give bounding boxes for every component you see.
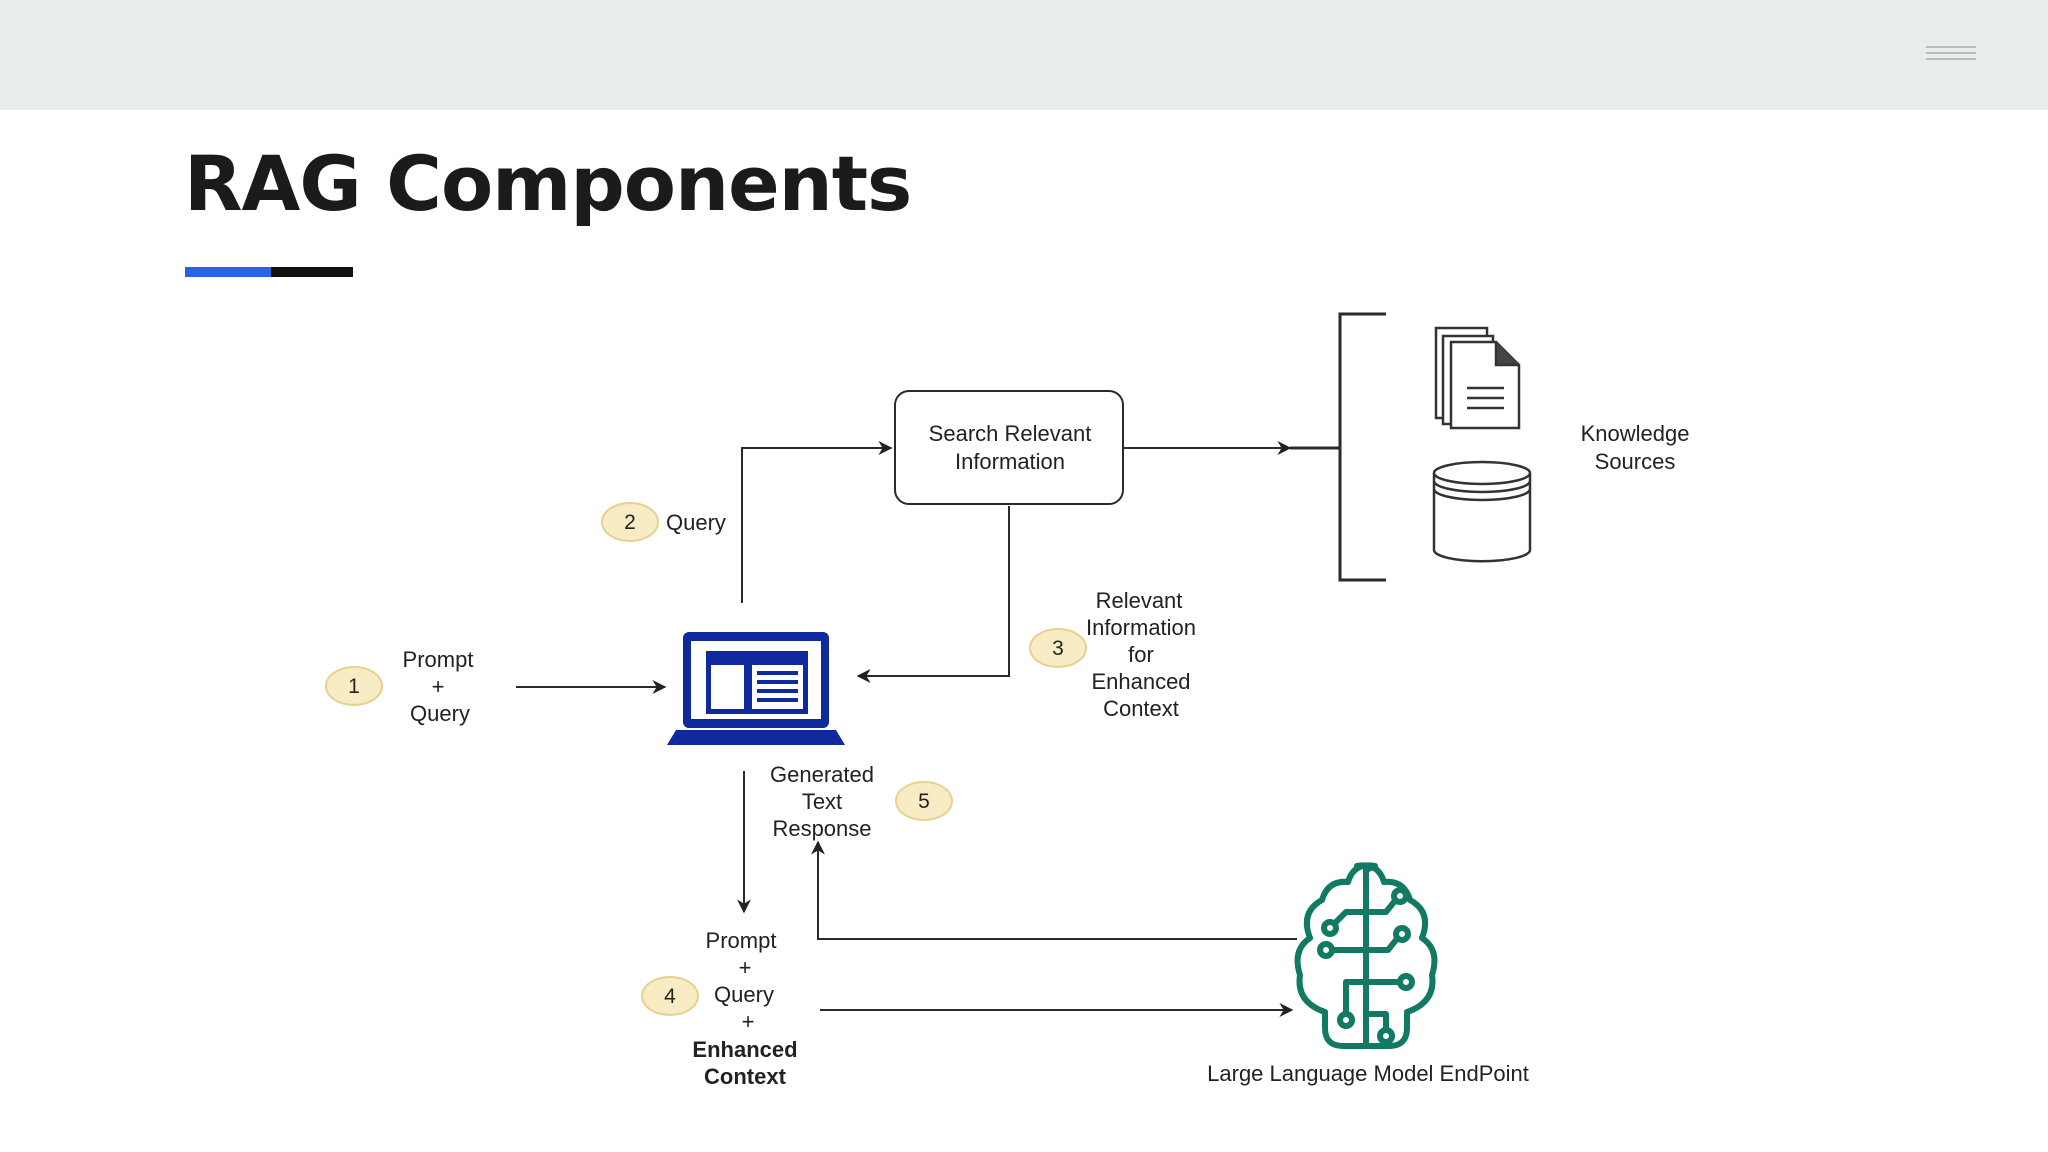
hamburger-menu-icon[interactable]: [1926, 46, 1976, 66]
top-bar: [0, 0, 2048, 110]
step-3-label: Relevant Information for Enhanced Contex…: [1086, 588, 1196, 721]
step-5-label: Generated Text Response: [770, 762, 874, 841]
step-badge-5: 5: [895, 781, 953, 821]
document-icon: [1434, 326, 1521, 430]
laptop-icon: [667, 632, 845, 745]
step-3-number: 3: [1052, 637, 1064, 660]
svg-text:+: +: [742, 1009, 755, 1034]
svg-text:Response: Response: [772, 816, 871, 841]
arrow-info-to-client: [856, 506, 1010, 683]
step-2-number: 2: [624, 511, 636, 534]
title-underline-blue: [185, 267, 271, 277]
svg-text:Generated: Generated: [770, 762, 874, 787]
svg-text:Information: Information: [1086, 615, 1196, 640]
step-4-number: 4: [664, 985, 676, 1008]
svg-text:Query: Query: [666, 510, 726, 535]
svg-text:Prompt: Prompt: [706, 928, 777, 953]
svg-text:Query: Query: [714, 982, 774, 1007]
step-badge-1: 1: [325, 666, 383, 706]
svg-text:Text: Text: [802, 789, 842, 814]
svg-text:Relevant: Relevant: [1096, 588, 1183, 613]
svg-text:Query: Query: [410, 701, 470, 726]
search-relevant-box: Search Relevant Information: [894, 390, 1124, 505]
step-badge-3: 3: [1029, 628, 1087, 668]
knowledge-label-line1: Knowledge: [1581, 421, 1690, 446]
svg-text:for: for: [1128, 642, 1154, 667]
svg-text:Context: Context: [704, 1064, 787, 1089]
step-2-label: Query: [666, 510, 726, 535]
svg-text:Context: Context: [1103, 696, 1179, 721]
ai-brain-circuit-icon: [1294, 862, 1438, 1049]
knowledge-label-line2: Sources: [1595, 449, 1676, 474]
step-1-label: Prompt + Query: [403, 647, 474, 726]
svg-text:+: +: [432, 674, 445, 699]
svg-text:Enhanced: Enhanced: [1091, 669, 1190, 694]
arrow-llm-to-response: [811, 840, 1297, 940]
connectors: [516, 312, 1386, 1017]
title-underline-black: [271, 267, 353, 277]
svg-text:Prompt: Prompt: [403, 647, 474, 672]
database-icon: [1432, 460, 1532, 563]
llm-label: Large Language Model EndPoint: [1207, 1061, 1529, 1086]
page-title: RAG Components: [184, 139, 912, 228]
step-badge-2: 2: [601, 502, 659, 542]
search-box-line2: Information: [955, 449, 1065, 474]
svg-text:Enhanced: Enhanced: [692, 1037, 797, 1062]
svg-text:+: +: [739, 955, 752, 980]
step-4-label: Prompt + Query + Enhanced Context: [692, 928, 797, 1089]
search-box-line1: Search Relevant: [929, 421, 1092, 446]
step-5-number: 5: [918, 790, 930, 813]
step-1-number: 1: [348, 675, 360, 698]
step-badge-4: 4: [641, 976, 699, 1016]
arrow-query-to-search: [741, 441, 893, 603]
knowledge-bracket: [1290, 312, 1386, 582]
